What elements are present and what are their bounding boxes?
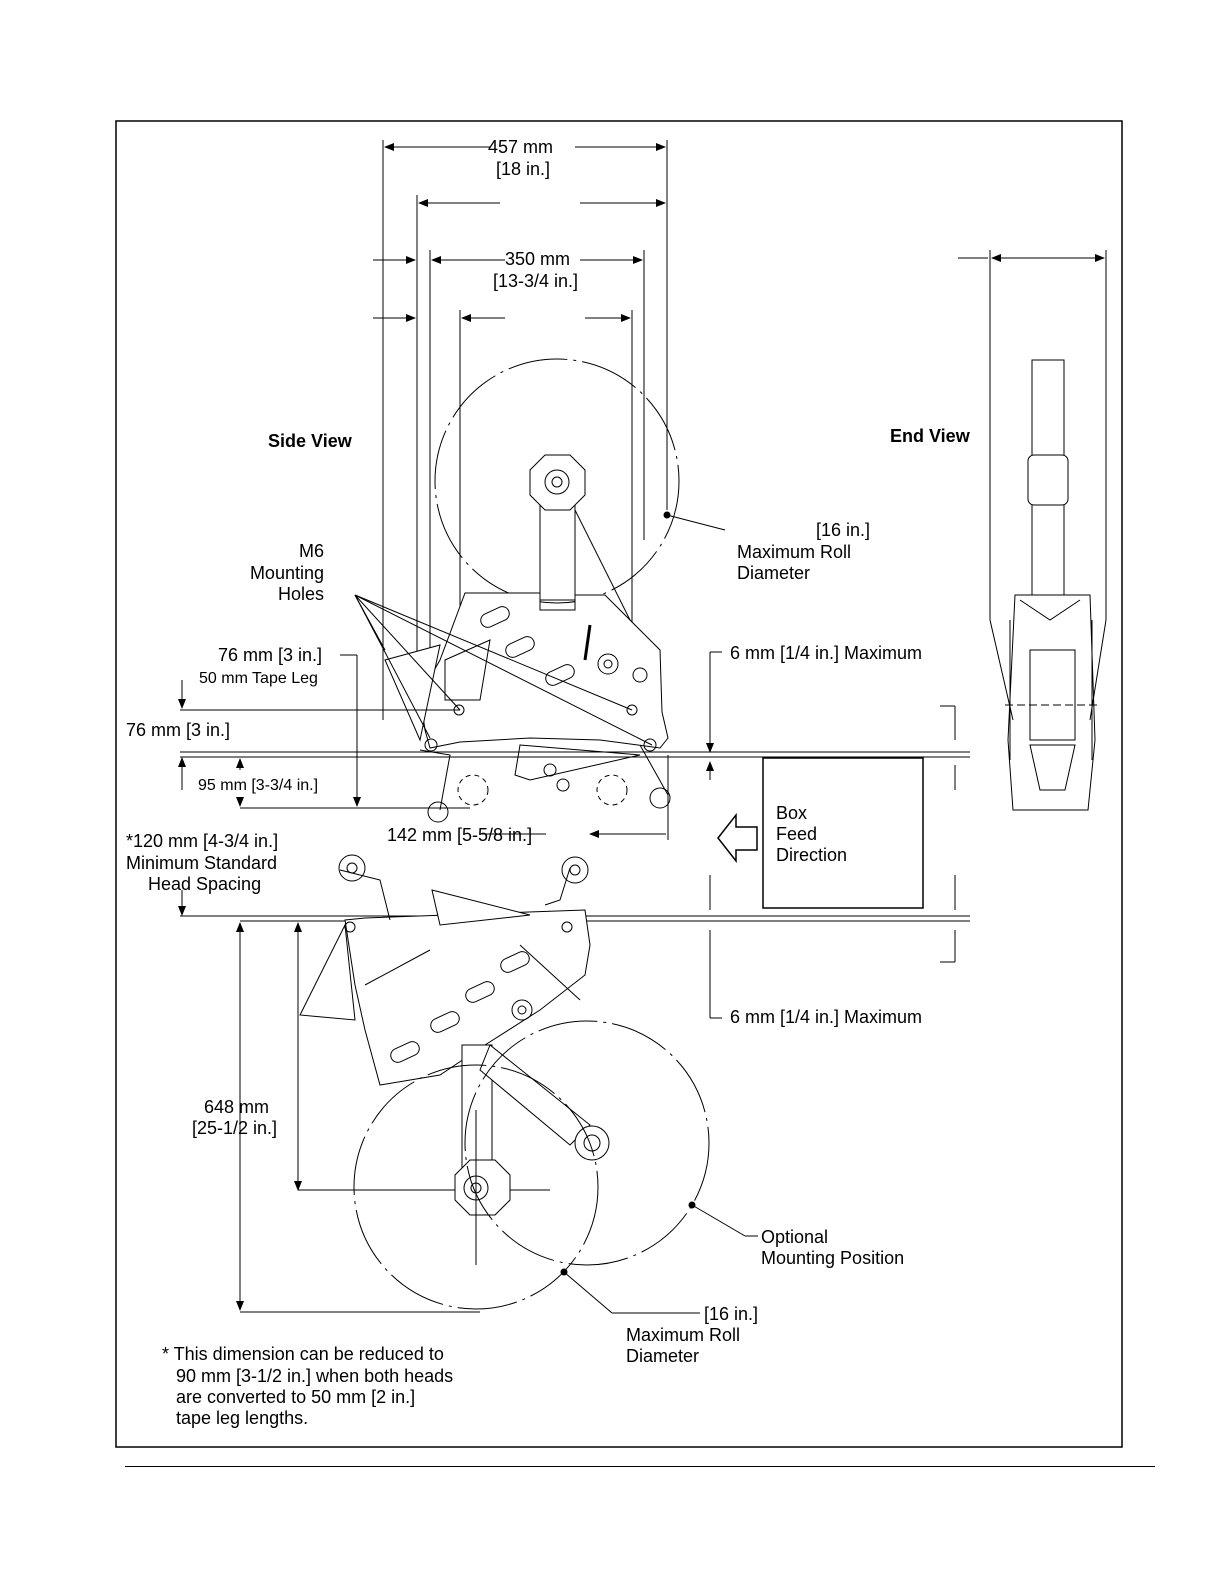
dim-648-in-label: [25-1/2 in.]: [192, 1118, 278, 1138]
footer-rule: [125, 1466, 1155, 1467]
top-roll-outline: [434, 358, 680, 604]
holes-label: Holes: [277, 584, 324, 604]
mounting-label: Mounting: [249, 563, 324, 583]
footnote-line3: are converted to 50 mm [2 in.]: [176, 1387, 416, 1407]
overall-width-in-label: [18 in.]: [496, 159, 551, 179]
end-view-drawing: [958, 250, 1107, 811]
top-roll-diameter-label: Diameter: [737, 563, 811, 583]
feed-direction-arrow: [717, 812, 758, 864]
end-view-title: End View: [890, 426, 970, 446]
bottom-tape-head: [299, 854, 591, 1086]
box-label-line3: Direction: [776, 845, 848, 865]
spacing-label-line1: *120 mm [4-3/4 in.]: [126, 831, 279, 851]
optional-roll-outline: [464, 1020, 710, 1266]
footnote-line2: 90 mm [3-1/2 in.] when both heads: [176, 1366, 454, 1386]
spacing-label-line3: Head Spacing: [148, 874, 262, 894]
gap-bottom-label: 6 mm [1/4 in.] Maximum: [730, 1007, 923, 1027]
figure-frame: [115, 120, 1123, 1448]
overall-width-mm-label: 457 mm: [488, 137, 554, 157]
top-roll-arm: [529, 454, 641, 641]
spacing-label-line2: Minimum Standard: [126, 853, 278, 873]
side-view-title: Side View: [268, 431, 352, 451]
footnote-line4: tape leg lengths.: [176, 1408, 309, 1428]
dim-95-label: 95 mm [3-3/4 in.]: [198, 777, 319, 794]
roll-span-mm-label: 350 mm: [505, 249, 571, 269]
bottom-roll-max-label: Maximum Roll: [626, 1325, 741, 1345]
bottom-roll-outline: [353, 1064, 599, 1310]
tape-leg-76-label: 76 mm [3 in.]: [218, 645, 323, 665]
footnote-line1: * This dimension can be reduced to: [162, 1344, 444, 1364]
width-dimension-lines: [373, 140, 668, 720]
left-76-label: 76 mm [3 in.]: [126, 720, 231, 740]
dim-648-mm-label: 648 mm: [204, 1097, 270, 1117]
box-outline: [762, 757, 924, 909]
dim-142-label: 142 mm [5-5/8 in.]: [387, 825, 533, 845]
top-roll-size-label: [16 in.]: [816, 520, 871, 540]
roll-span-in-label: [13-3/4 in.]: [493, 271, 579, 291]
optional-label-line2: Mounting Position: [761, 1248, 905, 1268]
bottom-roll-diameter-label: Diameter: [626, 1346, 700, 1366]
bottom-roll-size-label: [16 in.]: [704, 1304, 759, 1324]
m6-label: M6: [298, 541, 324, 561]
m6-leader-lines: [354, 594, 653, 746]
gap-top-label: 6 mm [1/4 in.] Maximum: [730, 643, 923, 663]
box-label-line2: Feed: [776, 824, 818, 844]
optional-label-line1: Optional: [761, 1227, 829, 1247]
box-label-line1: Box: [776, 803, 808, 823]
top-roll-max-label: Maximum Roll: [737, 542, 852, 562]
tape-leg-50-label: 50 mm Tape Leg: [199, 670, 318, 687]
